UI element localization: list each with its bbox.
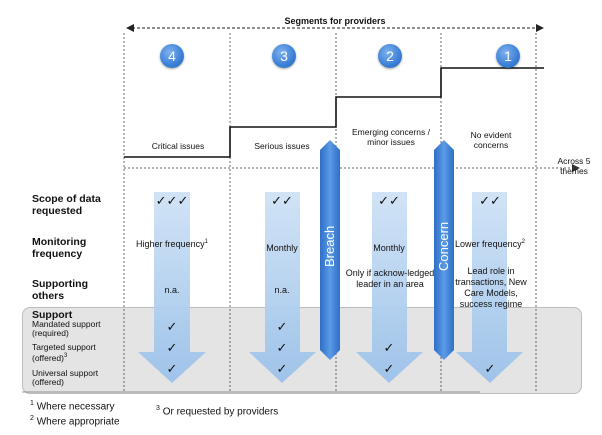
- monitoring-segment-1: Lower frequency2: [455, 239, 525, 249]
- scope-check-segment-1: ✓✓: [479, 193, 501, 208]
- support-item-targeted-label: Targeted support (offered)3: [32, 342, 96, 363]
- row-label-supporting: Supporting others: [32, 278, 88, 302]
- segment-4-badge: 4: [160, 44, 184, 68]
- monitoring-segment-4: Higher frequency1: [136, 239, 208, 249]
- support-item-mandated-label: Mandated support (required): [32, 319, 101, 338]
- targeted-check-segment-3: ✓: [276, 340, 288, 355]
- footnote-1: 1 Where necessary: [30, 400, 115, 413]
- segment-4-label: Critical issues: [151, 141, 205, 151]
- segment-1-badge: 1: [496, 44, 520, 68]
- down-arrow-segment-2: [356, 192, 423, 383]
- supporting-segment-1: Lead role in transactions, New Care Mode…: [455, 266, 527, 309]
- severity-staircase: [124, 67, 544, 158]
- down-arrow-segment-4: [138, 192, 206, 383]
- concern-arrow: [434, 140, 454, 360]
- mandated-check-segment-3: ✓: [276, 319, 288, 334]
- targeted-check-segment-2: ✓: [383, 340, 395, 355]
- scope-check-segment-2: ✓✓: [378, 193, 400, 208]
- supporting-segment-3: n.a.: [274, 285, 290, 295]
- header-title: Segments for providers: [284, 16, 386, 26]
- targeted-check-segment-4: ✓: [166, 340, 178, 355]
- segment-3-label: Serious issues: [254, 141, 310, 151]
- monitoring-segment-3: Monthly: [266, 243, 298, 253]
- supporting-segment-4: n.a.: [164, 285, 180, 295]
- row-label-support: Support: [32, 309, 73, 321]
- universal-check-segment-4: ✓: [166, 361, 178, 376]
- header-double-arrow: [126, 24, 544, 32]
- universal-check-segment-2: ✓: [383, 361, 395, 376]
- row-label-scope: Scope of data requested: [32, 193, 101, 217]
- across-label: Across 5 themes: [557, 156, 591, 176]
- segment-2-badge: 2: [378, 44, 402, 68]
- scope-check-segment-4: ✓✓✓: [155, 193, 189, 208]
- down-arrow-segment-3: [249, 192, 316, 383]
- universal-check-segment-3: ✓: [276, 361, 288, 376]
- footnote-2: 2 Where appropriate: [30, 415, 120, 428]
- segment-3-badge: 3: [272, 44, 296, 68]
- mandated-check-segment-4: ✓: [166, 319, 178, 334]
- segment-2-label: Emerging concerns / minor issues: [352, 127, 430, 147]
- row-label-monitoring: Monitoring frequency: [32, 236, 87, 260]
- breach-arrow: [320, 140, 340, 360]
- across-arrow: [124, 164, 580, 172]
- breach-label: Breach: [322, 225, 337, 267]
- supporting-segment-2: Only if acknow-ledged leader in an area: [345, 268, 435, 289]
- support-item-universal-label: Universal support (offered): [32, 368, 99, 387]
- down-arrows: [138, 192, 523, 383]
- footnote-3: 3 Or requested by providers: [156, 405, 279, 418]
- universal-check-segment-1: ✓: [484, 361, 496, 376]
- segment-1-label: No evident concerns: [470, 130, 512, 150]
- scope-check-segment-3: ✓✓: [271, 193, 293, 208]
- down-arrow-segment-1: [456, 192, 523, 383]
- monitoring-segment-2: Monthly: [373, 243, 405, 253]
